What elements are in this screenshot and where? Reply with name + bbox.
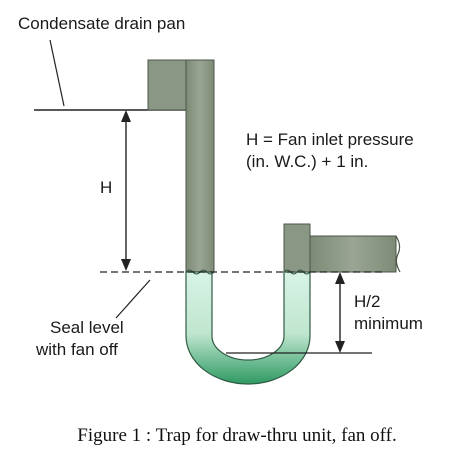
h-label: H <box>100 178 113 197</box>
h-definition-line1: H = Fan inlet pressure <box>246 130 414 149</box>
seal-level-leader <box>115 279 151 319</box>
minimum-label: minimum <box>354 314 423 333</box>
u-trap-body <box>185 271 311 385</box>
outlet-pipe <box>309 235 397 273</box>
h2-arrow-top <box>335 272 345 284</box>
left-pipe <box>185 59 215 273</box>
right-pipe <box>283 223 311 273</box>
figure-caption: Figure 1 : Trap for draw-thru unit, fan … <box>77 425 397 446</box>
seal-level-label-line2: with fan off <box>36 340 118 359</box>
outlet-break <box>395 235 401 273</box>
h-definition-line2: (in. W.C.) + 1 in. <box>246 152 369 171</box>
seal-level-label-line1: Seal level <box>50 318 124 337</box>
h-arrow-bottom <box>121 259 131 271</box>
h2-arrow-bottom <box>335 341 345 353</box>
h-arrow-top <box>121 110 131 122</box>
right-water-surface <box>283 269 311 275</box>
drain-pan-label: Condensate drain pan <box>18 14 186 33</box>
drain-pan-leader <box>49 39 65 107</box>
h-half-label: H/2 <box>354 292 381 311</box>
